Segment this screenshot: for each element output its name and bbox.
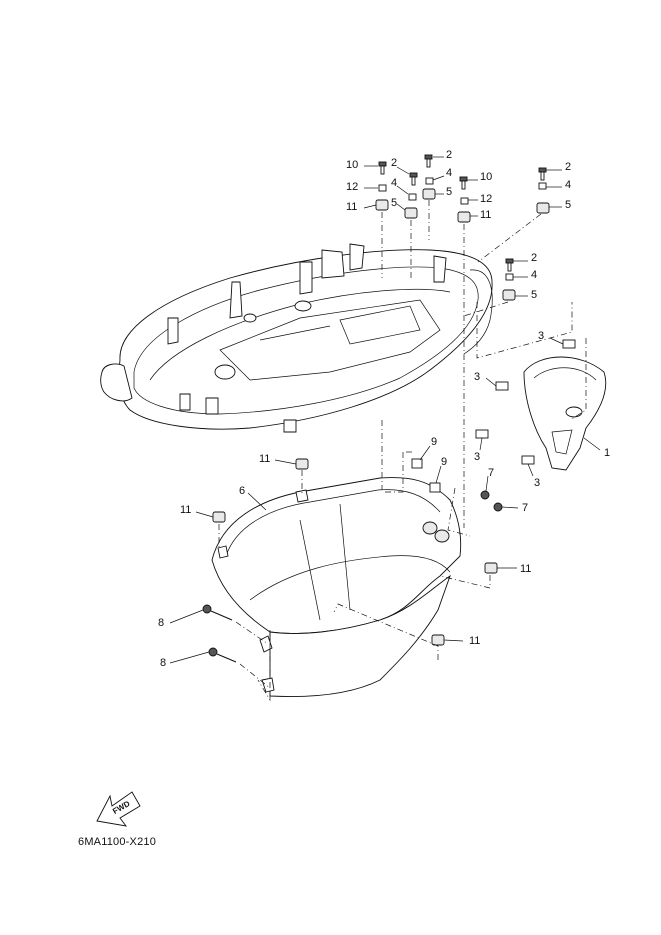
callout-4: 4 <box>446 167 453 179</box>
bottom-cowling <box>100 243 493 433</box>
callout-5: 5 <box>391 197 398 209</box>
callout-9: 9 <box>431 436 438 448</box>
callout-11: 11 <box>469 635 481 647</box>
callout-9: 9 <box>441 456 448 468</box>
callout-11: 11 <box>480 209 492 221</box>
callout-5: 5 <box>531 289 538 301</box>
fwd-arrow-icon: FWD <box>96 791 141 827</box>
callout-1: 1 <box>604 447 611 459</box>
callout-10: 10 <box>346 159 359 171</box>
callout-2: 2 <box>531 252 538 264</box>
callout-10: 10 <box>480 171 493 183</box>
callout-5: 5 <box>446 186 453 198</box>
callout-7: 7 <box>488 467 495 479</box>
callout-12: 12 <box>346 181 359 193</box>
callout-11: 11 <box>259 453 271 465</box>
callout-11: 11 <box>180 504 192 516</box>
callout-4: 4 <box>391 177 398 189</box>
side-cover <box>211 477 462 698</box>
callout-8: 8 <box>160 657 167 669</box>
callout-4: 4 <box>565 179 572 191</box>
leader-lines <box>169 156 601 664</box>
callout-11: 11 <box>520 563 532 575</box>
callout-3: 3 <box>538 330 545 342</box>
callout-8: 8 <box>158 617 165 629</box>
callout-2: 2 <box>391 157 398 169</box>
fasteners <box>202 154 576 663</box>
drawing-code: 6MA1100-X210 <box>78 836 157 848</box>
callout-3: 3 <box>474 451 481 463</box>
callout-2: 2 <box>446 149 453 161</box>
callout-3: 3 <box>534 477 541 489</box>
callout-4: 4 <box>531 269 538 281</box>
callout-3: 3 <box>474 371 481 383</box>
bracket <box>523 356 607 471</box>
assembly-lines <box>218 200 587 702</box>
callout-6: 6 <box>239 485 246 497</box>
callout-2: 2 <box>565 161 572 173</box>
callout-7: 7 <box>522 502 529 514</box>
callout-12: 12 <box>480 193 493 205</box>
callout-5: 5 <box>565 199 572 211</box>
callout-11: 11 <box>346 201 358 213</box>
